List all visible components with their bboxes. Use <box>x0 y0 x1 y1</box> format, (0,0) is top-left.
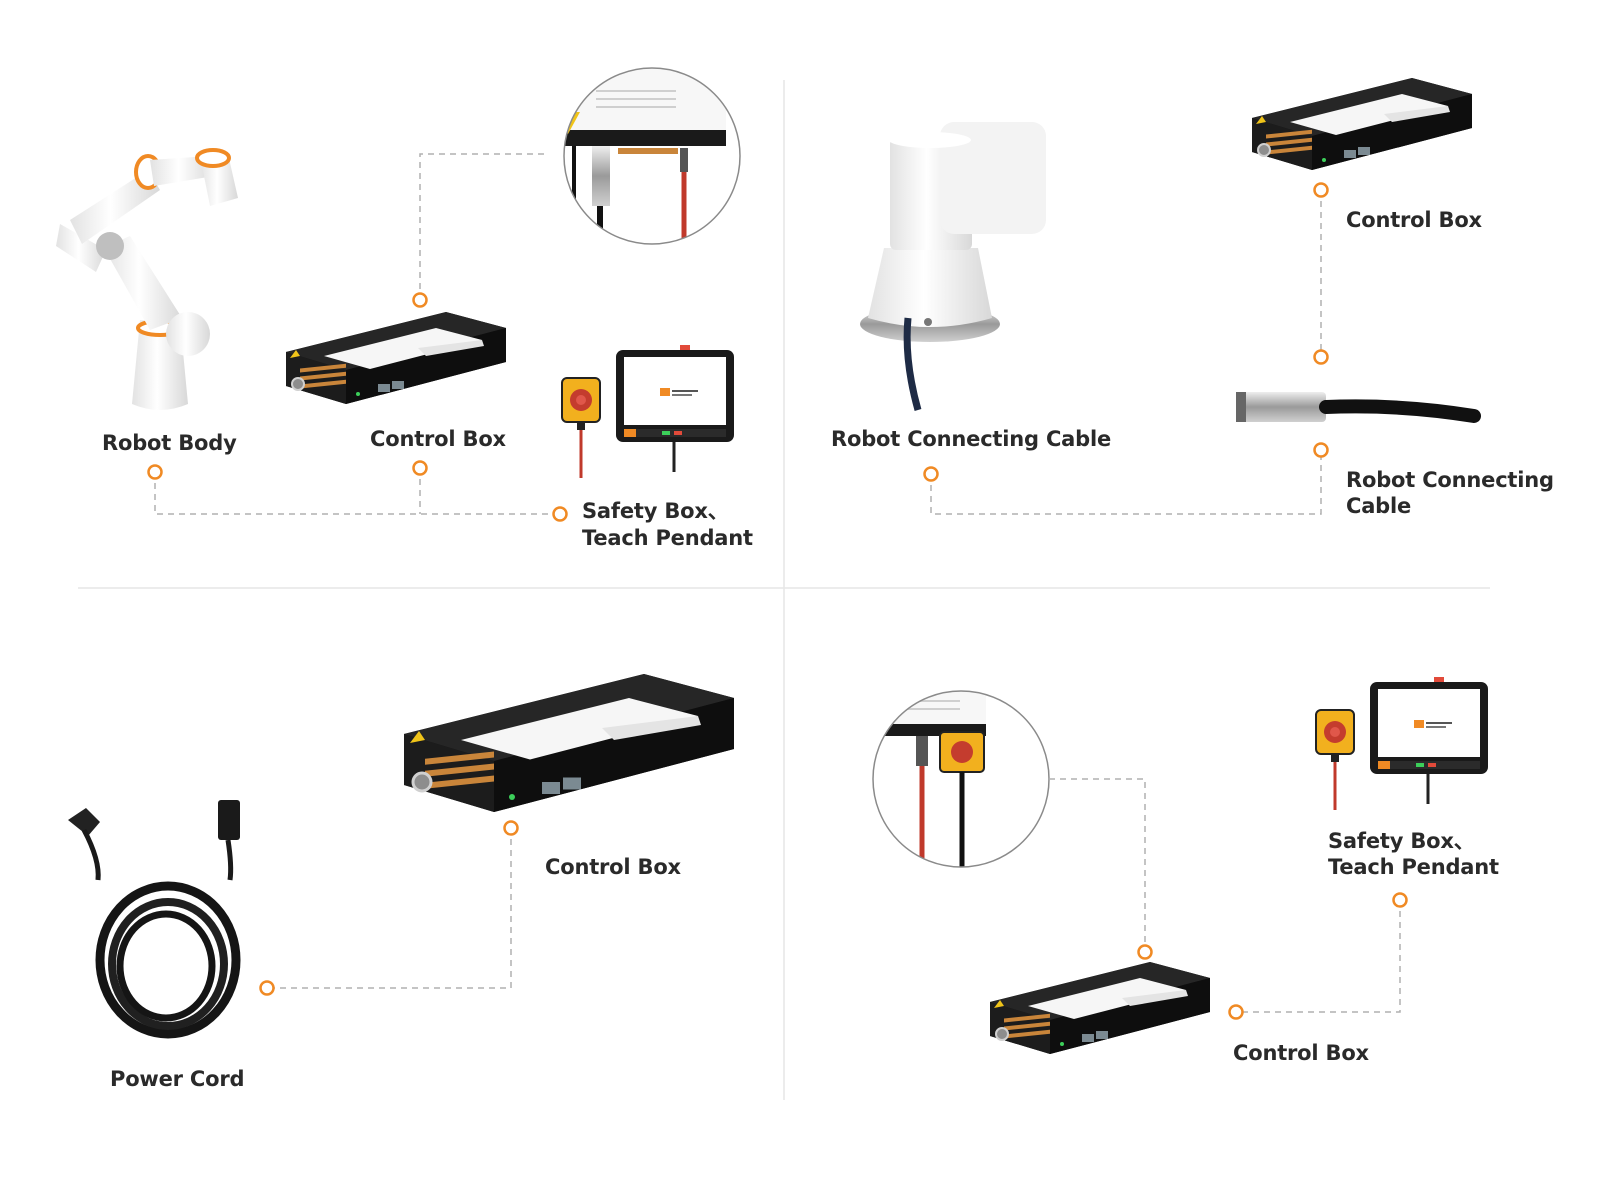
connector-node <box>412 292 428 308</box>
connector-node <box>1313 349 1329 365</box>
connector-line <box>1236 900 1401 1013</box>
label-safety-box: Safety Box、 <box>582 499 729 523</box>
connector-node <box>1137 944 1153 960</box>
label-control-box: Control Box <box>545 855 681 879</box>
label-control-box: Control Box <box>1233 1041 1369 1065</box>
connector-line <box>154 472 560 515</box>
control-box-icon <box>285 311 507 405</box>
connector-line <box>419 153 545 300</box>
connector-closeup-icon <box>563 67 741 245</box>
connector-node <box>552 506 568 522</box>
label-teach-pendant: Teach Pendant <box>582 526 753 550</box>
connector-line <box>267 828 512 989</box>
connector-node <box>1392 892 1408 908</box>
label-robot-connecting-cable: Robot Connecting <box>1346 468 1554 492</box>
safety-box-icon <box>1314 675 1490 812</box>
connector-closeup-icon <box>872 690 1050 868</box>
control-box-icon <box>1251 77 1473 171</box>
label-safety-box: Safety Box、 <box>1328 829 1475 853</box>
label-power-cord: Power Cord <box>110 1067 245 1091</box>
connector-node <box>1313 442 1329 458</box>
power-cord-icon <box>68 800 241 1039</box>
connector-node <box>412 460 428 476</box>
connector-node <box>1313 182 1329 198</box>
connector-node <box>259 980 275 996</box>
connector-node <box>923 466 939 482</box>
robot-base-icon <box>860 122 1046 411</box>
control-box-icon <box>402 672 736 814</box>
robot-arm-icon <box>56 148 238 410</box>
connector-node <box>503 820 519 836</box>
label-control-box: Control Box <box>370 427 506 451</box>
connector-node <box>147 464 163 480</box>
panel-top-right <box>860 77 1481 515</box>
label-robot-connecting-cable: Robot Connecting Cable <box>831 427 1112 451</box>
connector-node <box>1228 1004 1244 1020</box>
label-control-box: Control Box <box>1346 208 1482 232</box>
connector-line <box>930 450 1322 515</box>
label-robot-body: Robot Body <box>102 431 237 455</box>
control-box-icon <box>989 961 1211 1055</box>
safety-box-icon <box>560 343 736 480</box>
label-teach-pendant: Teach Pendant <box>1328 855 1499 879</box>
cable-connector-icon <box>1236 392 1481 423</box>
connector-line <box>1049 778 1146 952</box>
panel-bottom-left <box>68 672 736 1039</box>
label-robot-connecting-cable-continued: Cable <box>1346 494 1412 518</box>
